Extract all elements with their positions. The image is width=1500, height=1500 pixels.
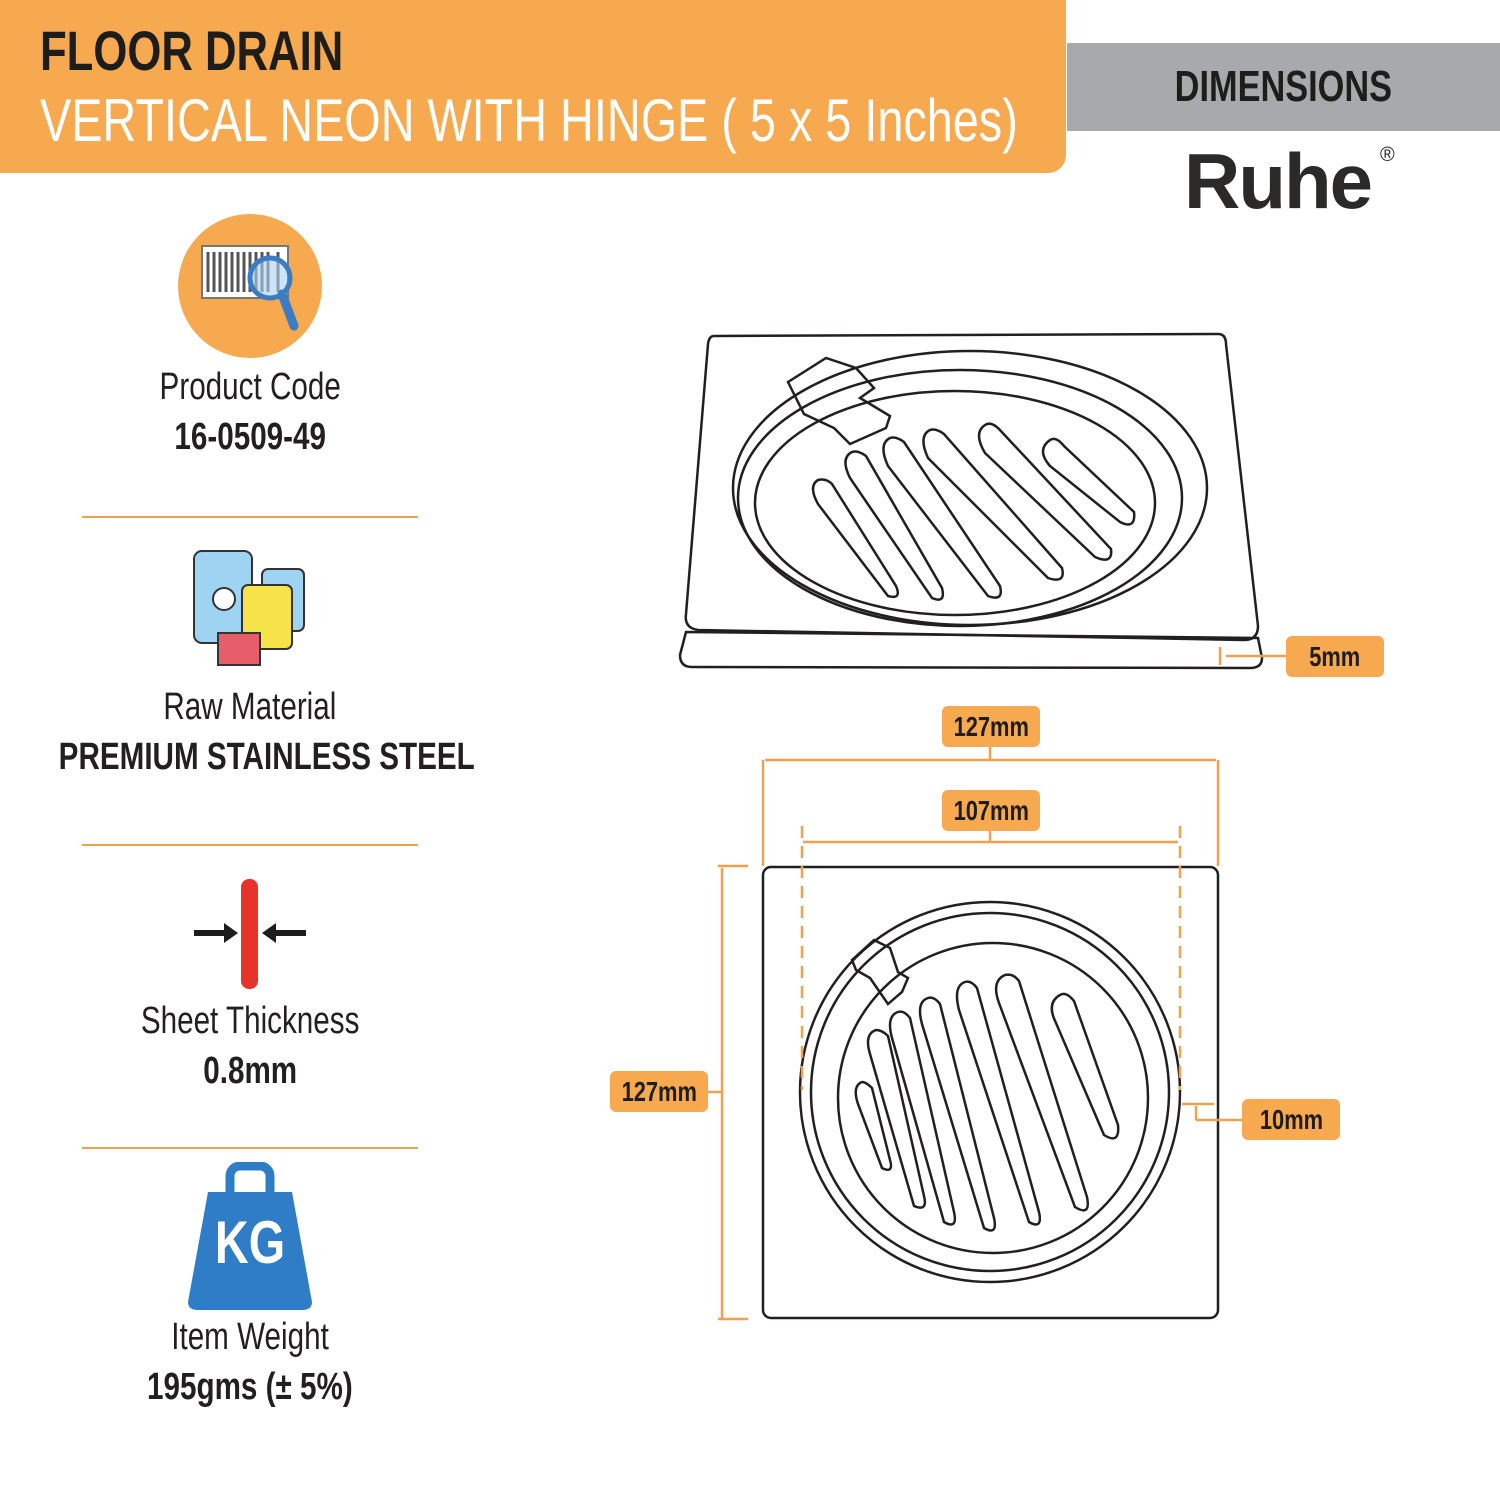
product-code-label: Product Code [159,366,341,408]
weight-icon: KG [186,1162,314,1312]
item-weight-value: 195gms (± 5%) [147,1366,353,1408]
product-title: FLOOR DRAIN [40,19,344,82]
raw-material-icon [193,550,305,666]
sheet-thickness-icon [194,879,306,989]
perspective-drain-view [678,332,1264,670]
thickness-dimension-label: 5mm [1286,636,1384,677]
outer-width-dimension-label: 127mm [942,706,1040,747]
sheet-thickness-value: 0.8mm [203,1050,297,1092]
brand-logo: Ruhe ® [1184,137,1395,225]
sheet-thickness-label: Sheet Thickness [140,1000,360,1042]
product-subtitle: VERTICAL NEON WITH HINGE ( 5 x 5 Inches) [40,87,1018,154]
dimensions-banner: DIMENSIONS [1067,43,1500,131]
outer-height-dimension-label: 127mm [610,1071,708,1112]
dimension-lines [708,647,1286,1321]
divider [82,516,418,518]
border-dimension-label: 10mm [1242,1099,1340,1140]
barcode-search-icon [178,214,322,358]
divider [82,1147,418,1149]
raw-material-label: Raw Material [163,686,337,728]
item-weight-label: Item Weight [171,1316,329,1358]
raw-material-value: PREMIUM STAINLESS STEEL [58,736,475,778]
top-drain-view [761,865,1220,1320]
product-code-value: 16-0509-49 [174,416,326,458]
inner-width-dimension-label: 107mm [942,790,1040,831]
divider [82,844,418,846]
header-banner [0,0,1066,173]
